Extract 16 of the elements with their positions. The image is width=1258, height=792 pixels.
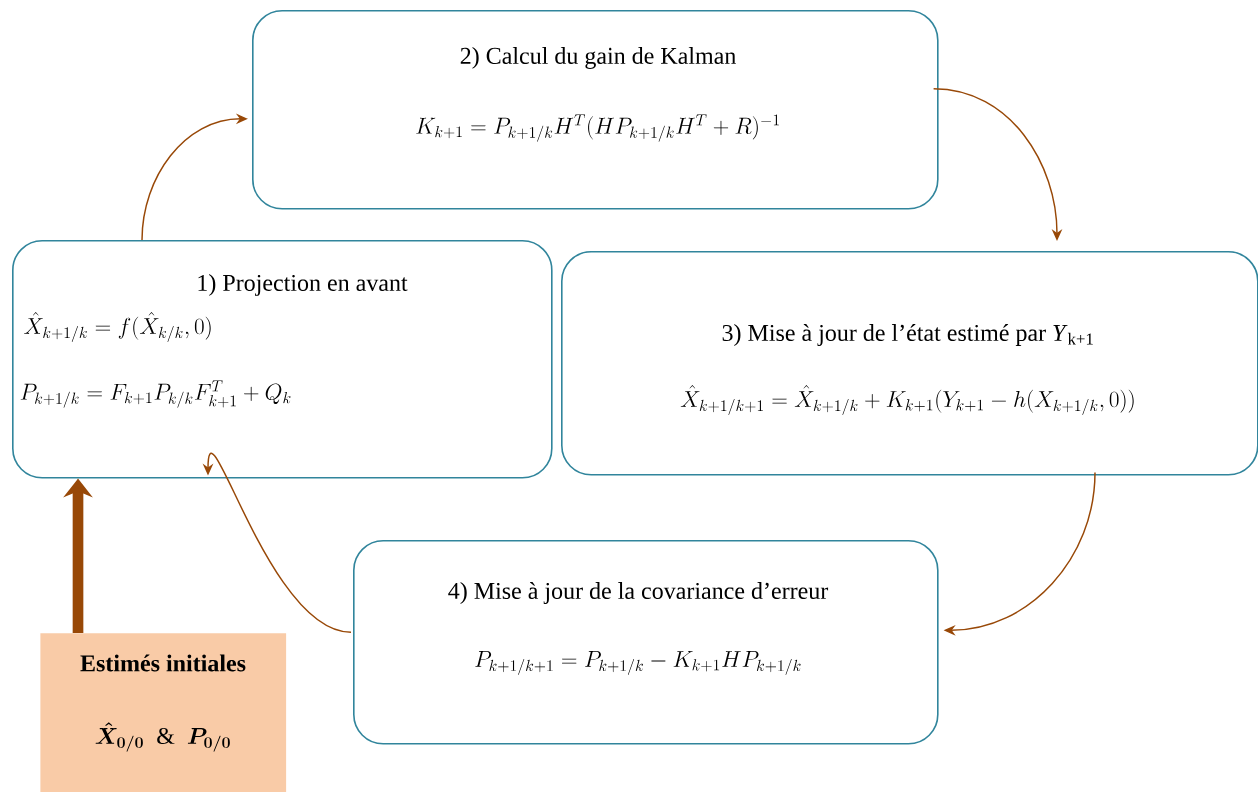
step-heading: 3) Mise à jour de l’état estimé par Y$_{k+1}$ — [722, 324, 1093, 346]
process-box — [353, 540, 939, 745]
formula: $K_{k+1} = P_{k+1/k}H^{T}(HP_{k+1/k}H^{T} + R)^{-1}$ — [416, 114, 779, 142]
process-box — [561, 251, 1258, 476]
step-heading: Estimés initiales — [80, 654, 246, 672]
formula: $P_{k+1/k+1} = P_{k+1/k} - K_{k+1}HP_{k+1/k}$ — [475, 651, 801, 675]
step-heading: 2) Calcul du gain de Kalman — [460, 47, 736, 69]
step-heading: 1) Projection en avant — [198, 274, 408, 296]
formula: $\hat{X}_{k+1/k} = f(\hat{X}_{k/k}, 0)$ — [24, 312, 211, 342]
process-box — [12, 240, 553, 479]
process-box — [252, 10, 939, 210]
initial-estimates-box — [40, 633, 287, 792]
formula: $\boldsymbol{\hat{X}_{0/0}}\ \ \&\ \ \boldsymbol{P_{0/0}}$ — [95, 722, 230, 752]
formula: $\hat{X}_{k+1/k+1} = \hat{X}_{k+1/k} + K_{k+1}(Y_{k+1} - h(X_{k+1/k}, 0))$ — [680, 385, 1134, 415]
step-heading: 4) Mise à jour de la covariance d’erreur — [448, 582, 829, 604]
formula: $P_{k+1/k} = F_{k+1}P_{k/k}F_{k+1}^{T} + Q_k$ — [20, 380, 291, 408]
